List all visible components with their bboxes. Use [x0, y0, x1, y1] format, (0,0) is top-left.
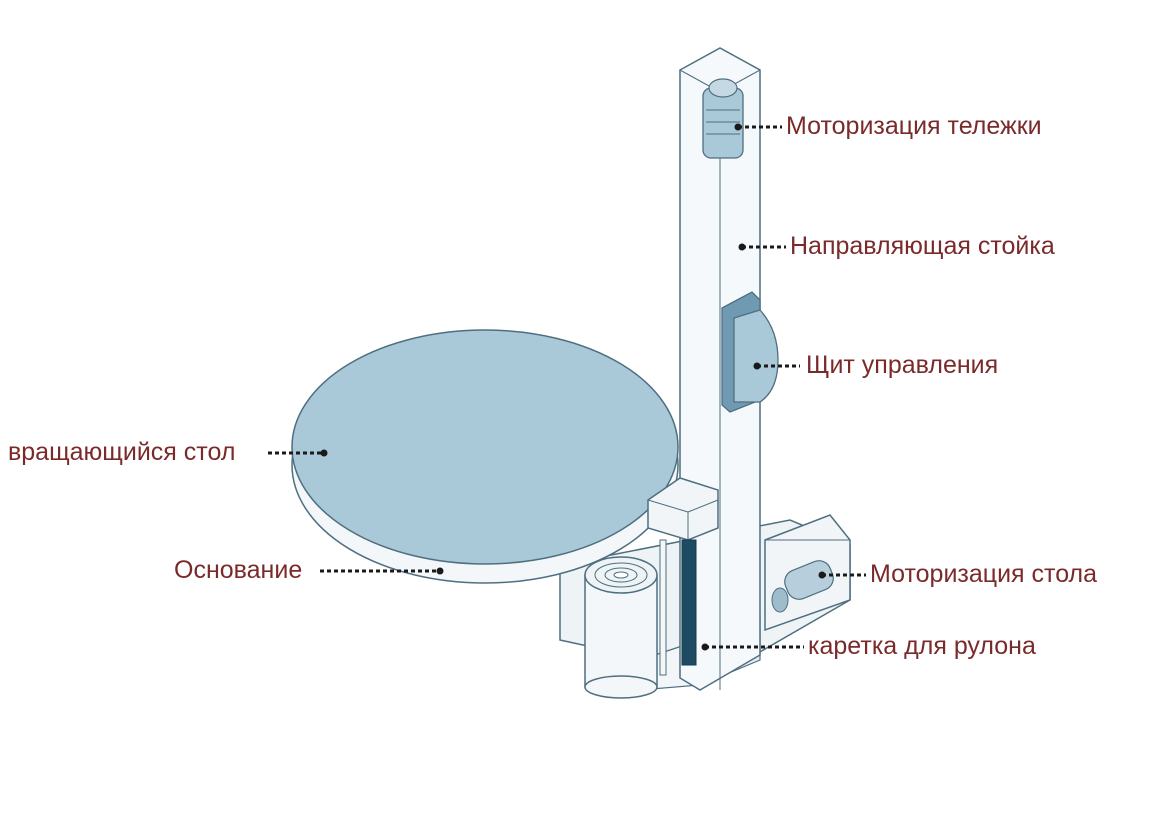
label-control-panel: Щит управления — [806, 351, 999, 379]
roll-carriage — [647, 477, 719, 676]
control-panel — [721, 291, 779, 413]
turntable-top — [291, 329, 679, 565]
label-roll-carriage: каретка для рулона — [808, 632, 1036, 660]
label-trolley-motor: Моторизация тележки — [786, 112, 1042, 140]
table-motor — [764, 514, 851, 632]
label-base: Основание — [174, 556, 303, 584]
leader-lines — [268, 125, 866, 649]
film-roll — [584, 556, 658, 699]
label-turntable: вращающийся стол — [8, 438, 236, 466]
leader-dots — [320, 123, 826, 651]
label-table-motor: Моторизация стола — [870, 560, 1098, 588]
trolley-motor — [702, 78, 744, 159]
label-guide-column: Направляющая стойка — [790, 232, 1055, 260]
